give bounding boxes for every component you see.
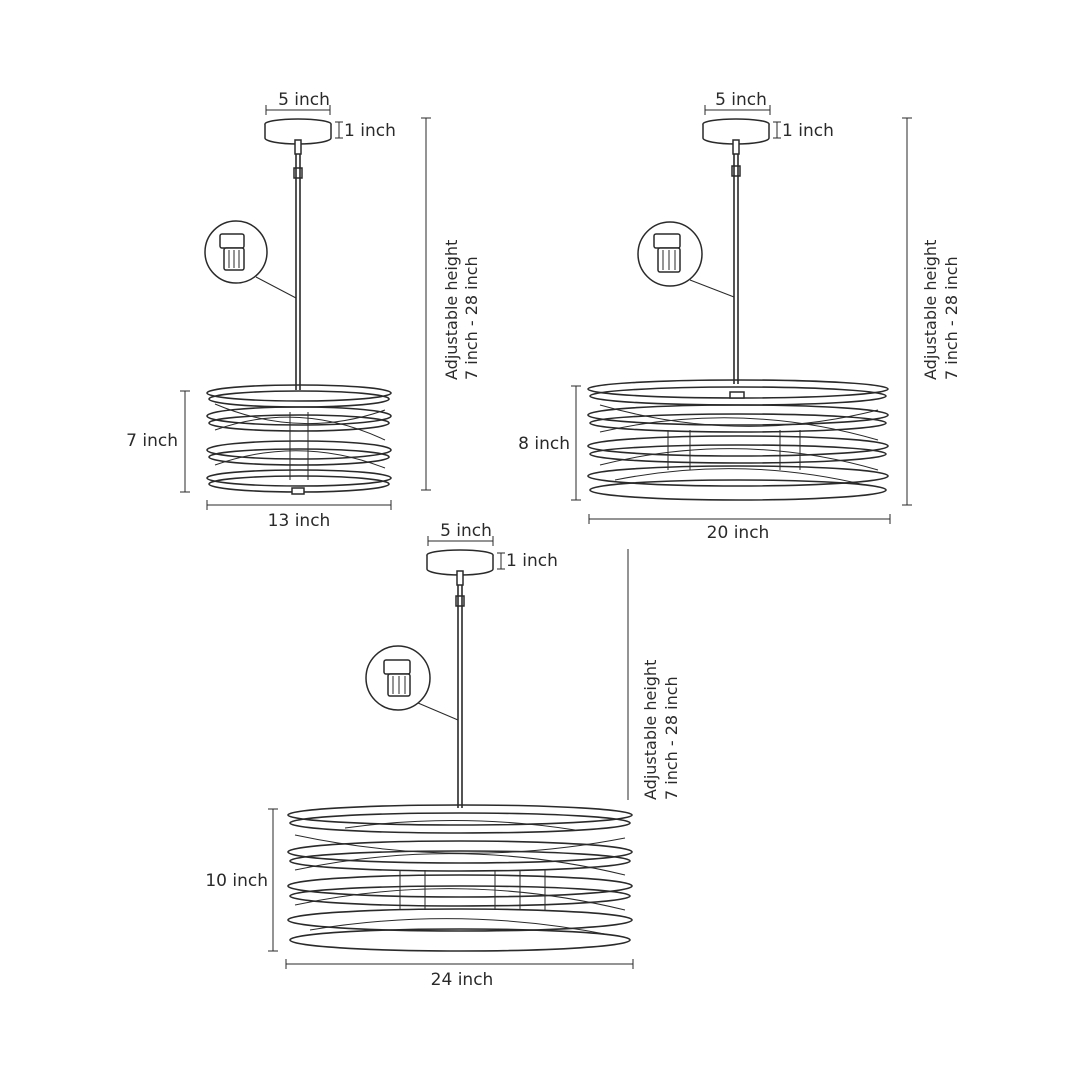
canopy-width-dimension: 5 inch [427,521,494,546]
shade-height-dimension: 7 inch [126,390,190,493]
shade-width-dimension: 20 inch [588,514,891,543]
shade-width-label: 20 inch [707,523,770,543]
fixture-small: 5 inch 1 inch [126,90,481,531]
shade-large [287,804,633,952]
shade-height-label: 10 inch [205,871,268,891]
adjustable-height-title: Adjustable height [641,660,660,800]
shade-width-label: 13 inch [268,511,331,531]
joint-detail-callout [204,220,297,299]
shade-small [206,384,392,495]
adjustable-height-dimension: Adjustable height 7 inch - 28 inch [627,549,681,800]
adjustable-height-range: 7 inch - 28 inch [462,256,481,380]
shade-width-dimension: 13 inch [206,500,392,531]
shade-width-dimension: 24 inch [285,959,634,990]
canopy-height-dimension: 1 inch [335,121,396,141]
adjustable-height-range: 7 inch - 28 inch [662,676,681,800]
canopy [702,118,770,145]
adjustable-height-title: Adjustable height [921,240,940,380]
canopy-width-label: 5 inch [278,90,330,110]
canopy-height-label: 1 inch [344,121,396,141]
shade-height-label: 8 inch [518,434,570,454]
canopy [264,118,332,145]
fixture-large: 5 inch 1 inch Adjus [205,521,681,990]
joint-detail-callout [365,645,459,721]
stem [293,139,303,390]
shade-width-label: 24 inch [431,970,494,990]
canopy-height-dimension: 1 inch [497,551,558,571]
fixture-medium: 5 inch 1 inch [518,90,961,543]
canopy-width-dimension: 5 inch [265,90,331,115]
shade-height-label: 7 inch [126,431,178,451]
shade-height-dimension: 10 inch [205,808,278,952]
shade-height-dimension: 8 inch [518,385,581,501]
shade-medium [587,379,889,501]
adjustable-height-dimension: Adjustable height 7 inch - 28 inch [902,117,961,506]
canopy-width-dimension: 5 inch [704,90,771,115]
adjustable-height-range: 7 inch - 28 inch [942,256,961,380]
canopy-height-label: 1 inch [506,551,558,571]
stem [455,570,465,808]
stem [731,139,741,384]
adjustable-height-dimension: Adjustable height 7 inch - 28 inch [421,117,481,491]
canopy-width-label: 5 inch [440,521,492,541]
joint-detail-callout [637,221,735,298]
adjustable-height-title: Adjustable height [442,240,461,380]
canopy-height-label: 1 inch [782,121,834,141]
canopy-width-label: 5 inch [715,90,767,110]
canopy-height-dimension: 1 inch [773,121,834,141]
